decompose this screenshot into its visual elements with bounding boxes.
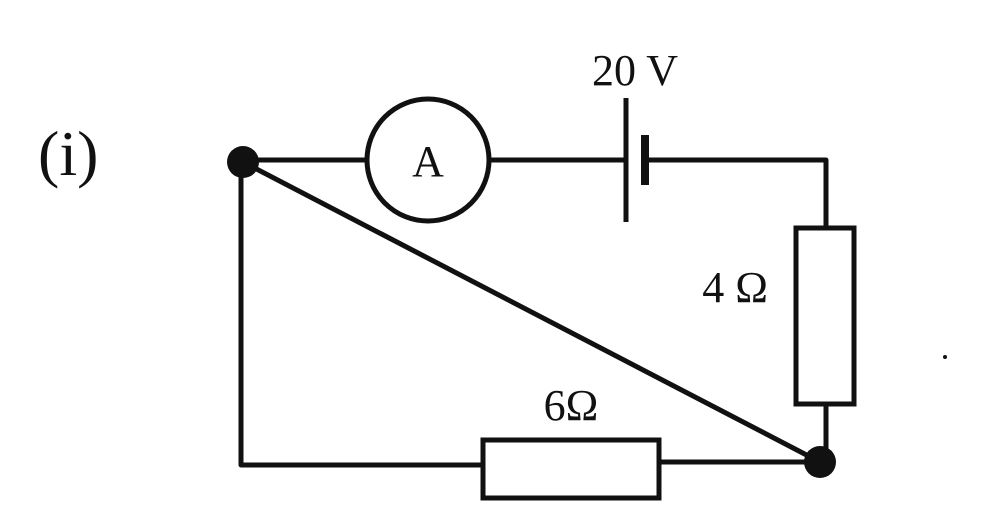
node-bottom-right bbox=[804, 446, 836, 478]
resistor-6-ohm-label: 6Ω bbox=[544, 381, 599, 430]
ammeter-symbol bbox=[364, 96, 492, 224]
wire-bottom-left bbox=[238, 159, 486, 468]
wire-diagonal bbox=[240, 159, 823, 465]
scan-speck bbox=[943, 355, 947, 359]
part-label: (i) bbox=[38, 118, 98, 189]
ammeter-label: A bbox=[412, 137, 444, 186]
node-top-left bbox=[227, 146, 259, 178]
resistor-4-ohm bbox=[793, 225, 857, 407]
battery-label: 20 V bbox=[592, 46, 678, 95]
resistor-4-ohm-label: 4 Ω bbox=[702, 263, 768, 312]
wire-top-right bbox=[641, 157, 829, 231]
resistor-6-ohm bbox=[480, 437, 662, 501]
